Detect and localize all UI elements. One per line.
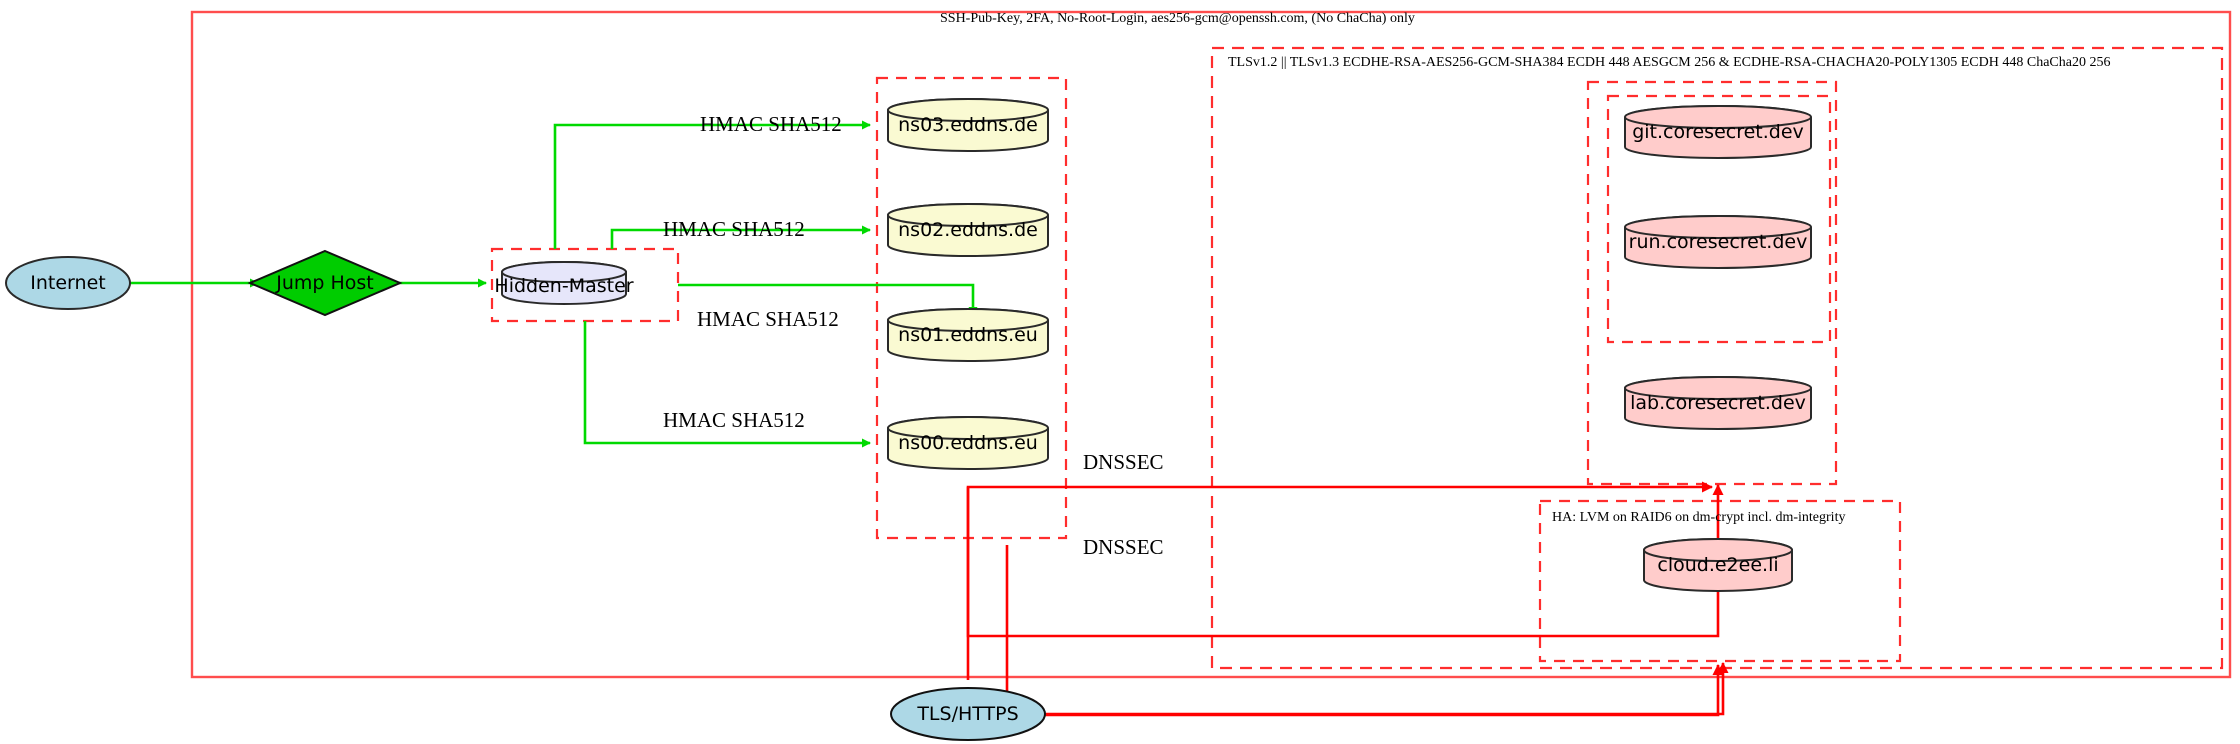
internet-node[interactable] [6,257,130,309]
ns00-node[interactable] [888,417,1048,469]
tlshttps-node[interactable] [891,688,1045,740]
edge-dnssec-upper [966,484,1724,638]
node-lab [1624,376,1812,430]
run-node[interactable] [1625,216,1811,268]
edge-master-to-ns01 [678,283,978,316]
edge-master-to-ns02 [610,225,871,249]
lab-node[interactable] [1625,377,1811,429]
edge-master-to-ns00 [583,321,871,448]
cluster-label-ssh: SSH-Pub-Key, 2FA, No-Root-Login, aes256-… [940,11,1415,26]
ns03-node[interactable] [888,99,1048,151]
cluster-label-tls: TLSv1.2 || TLSv1.3 ECDHE-RSA-AES256-GCM-… [1228,55,2111,70]
node-ns03 [887,98,1049,152]
ns02-node[interactable] [888,204,1048,256]
git-node[interactable] [1625,106,1811,158]
node-internet [5,256,131,310]
node-ns02 [887,203,1049,257]
edge-label-hmac-ns00: HMAC SHA512 [663,408,805,432]
ns01-node[interactable] [888,309,1048,361]
node-run [1624,215,1812,269]
edge-label-hmac-ns03: HMAC SHA512 [700,112,842,136]
node-hidden-master [501,261,627,305]
edge-label-hmac-ns01: HMAC SHA512 [697,307,839,331]
hidden-master-node[interactable] [502,262,626,304]
edge-label-hmac-ns02: HMAC SHA512 [663,217,805,241]
cluster-coresecret-boundary [1586,80,1838,486]
cluster-tls-boundary [1210,46,2224,670]
cluster-ssh-boundary [190,10,2232,679]
jumphost-node[interactable] [250,251,400,315]
node-cloud [1643,538,1793,592]
node-git [1624,105,1812,159]
node-jumphost [247,249,403,317]
edge-label-dnssec-upper: DNSSEC [1083,450,1164,474]
edge-master-to-ns03 [553,120,871,249]
cluster-ha-boundary [1538,499,1902,663]
cluster-coresecret-inner-boundary [1606,94,1832,344]
cluster-dns-boundary [875,76,1068,540]
node-ns01 [887,308,1049,362]
edge-dnssec-lower [1005,545,1729,716]
edge-label-dnssec-lower: DNSSEC [1083,535,1164,559]
node-tlshttps [890,687,1046,741]
node-ns00 [887,416,1049,470]
edge-tls-to-cloud [1045,664,1724,717]
edge-tls-to-coresecret [966,481,1713,680]
cloud-node[interactable] [1644,539,1792,591]
cluster-label-ha: HA: LVM on RAID6 on dm-crypt incl. dm-in… [1552,510,1846,525]
